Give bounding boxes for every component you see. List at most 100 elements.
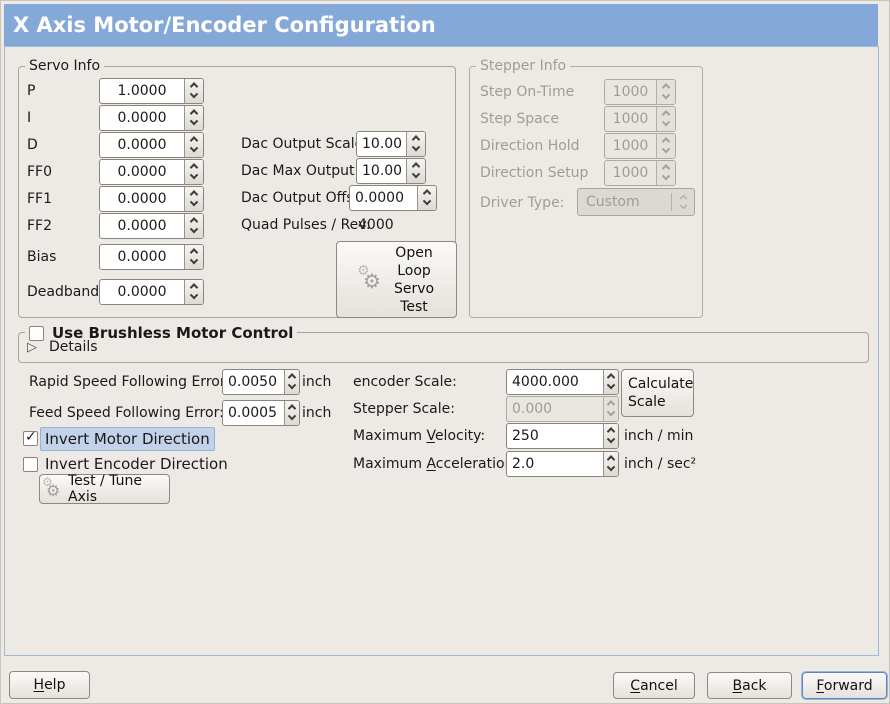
feed-following-error-spinbox[interactable]: 0.0005 bbox=[222, 400, 300, 426]
back-button[interactable]: Back bbox=[707, 672, 792, 699]
gear-large-icon: ⚙ bbox=[46, 481, 61, 500]
spin-buttons[interactable] bbox=[184, 280, 203, 304]
spin-down-icon[interactable] bbox=[604, 380, 618, 394]
rapid-following-error-value[interactable]: 0.0050 bbox=[228, 374, 277, 390]
spin-down-icon[interactable] bbox=[285, 411, 299, 425]
dac-output-scale-spinbox[interactable]: 10.00 bbox=[356, 131, 426, 157]
spin-down-icon[interactable] bbox=[407, 169, 425, 183]
dac-max-output-value[interactable]: 10.00 bbox=[362, 163, 403, 179]
servo-i-value[interactable]: 0.0000 bbox=[117, 110, 167, 126]
spin-down-icon[interactable] bbox=[185, 255, 203, 269]
spin-buttons[interactable] bbox=[406, 159, 425, 183]
direction-setup-label: Direction Setup bbox=[480, 165, 589, 181]
invert-motor-checkbox[interactable]: ✓ bbox=[23, 429, 38, 446]
spin-down-icon[interactable] bbox=[285, 380, 299, 394]
driver-type-combobox: Custom bbox=[577, 188, 695, 216]
invert-encoder-label[interactable]: Invert Encoder Direction bbox=[45, 455, 228, 473]
maximum-velocity-spinbox[interactable]: 250 bbox=[506, 423, 619, 449]
servo-bias-value[interactable]: 0.0000 bbox=[117, 249, 167, 265]
encoder-scale-value[interactable]: 4000.000 bbox=[512, 374, 579, 390]
maximum-acceleration-spinbox[interactable]: 2.0 bbox=[506, 451, 619, 477]
servo-p-value[interactable]: 1.0000 bbox=[117, 83, 167, 99]
spin-buttons[interactable] bbox=[406, 132, 425, 156]
spin-down-icon[interactable] bbox=[185, 170, 203, 184]
spin-down-icon[interactable] bbox=[604, 462, 618, 476]
spin-down-icon[interactable] bbox=[604, 434, 618, 448]
use-brushless-checkbox[interactable]: ✓ bbox=[29, 325, 44, 341]
servo-ff1-value[interactable]: 0.0000 bbox=[117, 191, 167, 207]
spin-down-icon[interactable] bbox=[407, 142, 425, 156]
spin-buttons[interactable] bbox=[284, 401, 299, 425]
spin-buttons[interactable] bbox=[603, 424, 618, 448]
brushless-group: ✓ Use Brushless Motor Control ▷ Details bbox=[18, 324, 869, 363]
servo-d-value[interactable]: 0.0000 bbox=[117, 137, 167, 153]
servo-bias-spinbox[interactable]: 0.0000 bbox=[99, 244, 204, 270]
stepper-scale-value: 0.000 bbox=[512, 401, 553, 417]
help-button[interactable]: Help bbox=[9, 671, 90, 699]
servo-info-group: Servo Info P 1.0000 I 0.0000 D 0.0000 FF… bbox=[18, 58, 456, 318]
spin-down-icon bbox=[657, 144, 675, 158]
spin-down-icon bbox=[657, 117, 675, 131]
spin-buttons[interactable] bbox=[184, 79, 203, 103]
spin-buttons[interactable] bbox=[184, 160, 203, 184]
spin-buttons[interactable] bbox=[603, 370, 618, 394]
servo-ff2-value[interactable]: 0.0000 bbox=[117, 218, 167, 234]
servo-p-spinbox[interactable]: 1.0000 bbox=[99, 78, 204, 104]
expander-triangle-icon[interactable]: ▷ bbox=[27, 339, 37, 355]
direction-hold-label: Direction Hold bbox=[480, 138, 580, 154]
encoder-scale-spinbox[interactable]: 4000.000 bbox=[506, 369, 619, 395]
gear-large-icon: ⚙ bbox=[363, 268, 381, 293]
servo-i-spinbox[interactable]: 0.0000 bbox=[99, 105, 204, 131]
spin-buttons[interactable] bbox=[184, 187, 203, 211]
quad-pulses-label: Quad Pulses / Rev: bbox=[241, 217, 371, 233]
servo-ff0-value[interactable]: 0.0000 bbox=[117, 164, 167, 180]
combo-separator bbox=[671, 192, 672, 212]
servo-ff0-spinbox[interactable]: 0.0000 bbox=[99, 159, 204, 185]
spin-buttons[interactable] bbox=[417, 186, 436, 210]
rapid-following-error-spinbox[interactable]: 0.0050 bbox=[222, 369, 300, 395]
cancel-button[interactable]: Cancel bbox=[613, 672, 695, 699]
invert-motor-label[interactable]: Invert Motor Direction bbox=[40, 427, 215, 451]
spin-down-icon[interactable] bbox=[185, 89, 203, 103]
open-loop-servo-test-button[interactable]: ⚙ ⚙ Open Loop Servo Test bbox=[336, 241, 457, 318]
spin-down-icon[interactable] bbox=[418, 196, 436, 210]
servo-deadband-value[interactable]: 0.0000 bbox=[117, 284, 167, 300]
servo-ff1-spinbox[interactable]: 0.0000 bbox=[99, 186, 204, 212]
feed-following-error-value[interactable]: 0.0005 bbox=[228, 405, 277, 421]
spin-buttons[interactable] bbox=[184, 133, 203, 157]
spin-down-icon[interactable] bbox=[185, 116, 203, 130]
dac-output-offset-spinbox[interactable]: 0.0000 bbox=[349, 185, 437, 211]
servo-deadband-spinbox[interactable]: 0.0000 bbox=[99, 279, 204, 305]
encoder-scale-label: encoder Scale: bbox=[353, 374, 457, 390]
test-tune-axis-button[interactable]: ⚙ ⚙ Test / Tune Axis bbox=[39, 473, 170, 505]
dac-output-offset-value[interactable]: 0.0000 bbox=[355, 190, 404, 206]
spin-buttons[interactable] bbox=[184, 245, 203, 269]
stepper-info-title: Stepper Info bbox=[476, 58, 571, 74]
spin-down-icon[interactable] bbox=[185, 197, 203, 211]
spin-down-icon bbox=[657, 90, 675, 104]
spin-buttons[interactable] bbox=[184, 214, 203, 238]
details-expander[interactable]: ▷ Details bbox=[27, 339, 98, 355]
forward-button[interactable]: Forward bbox=[802, 672, 887, 699]
spin-buttons[interactable] bbox=[603, 452, 618, 476]
spin-buttons[interactable] bbox=[284, 370, 299, 394]
back-label: Back bbox=[732, 677, 767, 694]
spin-buttons[interactable] bbox=[184, 106, 203, 130]
dac-max-output-spinbox[interactable]: 10.00 bbox=[356, 158, 426, 184]
maximum-velocity-value[interactable]: 250 bbox=[512, 428, 539, 444]
servo-label-i: I bbox=[27, 110, 32, 126]
maximum-acceleration-value[interactable]: 2.0 bbox=[512, 456, 535, 472]
servo-ff2-spinbox[interactable]: 0.0000 bbox=[99, 213, 204, 239]
servo-d-spinbox[interactable]: 0.0000 bbox=[99, 132, 204, 158]
invert-encoder-checkbox[interactable]: ✓ bbox=[23, 457, 38, 472]
feed-following-error-unit: inch bbox=[302, 405, 332, 421]
quad-pulses-value: 4000 bbox=[358, 217, 394, 233]
spin-down-icon[interactable] bbox=[185, 224, 203, 238]
dac-output-scale-value[interactable]: 10.00 bbox=[362, 136, 403, 152]
spin-down-icon[interactable] bbox=[185, 290, 203, 304]
spin-down-icon[interactable] bbox=[185, 143, 203, 157]
servo-label-ff1: FF1 bbox=[27, 191, 53, 207]
calculate-scale-button[interactable]: Calculate Scale bbox=[621, 369, 694, 417]
spin-down-icon bbox=[604, 407, 618, 421]
